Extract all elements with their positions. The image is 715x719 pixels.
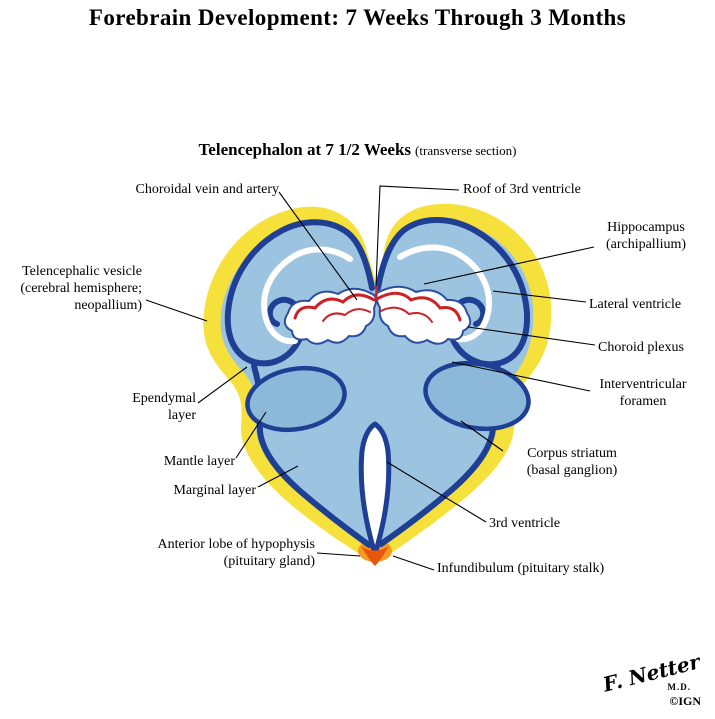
lateral-ventricle-right-space [397, 244, 492, 343]
choroid-plexus-left [283, 287, 377, 345]
choroidal-vessel-left-main [293, 293, 376, 320]
label-mantle-layer: Mantle layer [163, 454, 235, 469]
label-ependymal-layer: Ependymal layer [132, 391, 196, 424]
page-title: Forebrain Development: 7 Weeks Through 3… [88, 5, 627, 30]
label-corpus-striatum: Corpus striatum (basal ganglion) [526, 446, 618, 479]
ependymal-lining-right-curl [375, 217, 531, 368]
label-3rd-ventricle: 3rd ventricle [489, 516, 561, 531]
roof-of-3rd-ventricle-line [374, 284, 379, 300]
copyright-mark: ©IGN [669, 694, 701, 708]
leader-3rd-ventricle [386, 461, 487, 523]
label-choroid-plexus: Choroid plexus [598, 340, 684, 355]
leader-corpus-striatum [460, 420, 504, 452]
figure-subtitle-note: (transverse section) [415, 143, 517, 158]
ependymal-lining-left-curl [224, 219, 375, 367]
figure-subtitle-main: Telencephalon at 7 1/2 Weeks [198, 140, 412, 159]
signature-credential: M.D. [667, 682, 691, 692]
leader-interventricular-foramen [451, 361, 591, 392]
leader-anterior-lobe [316, 552, 361, 557]
choroidal-vessel-right-main [375, 291, 462, 322]
corpus-striatum-left [245, 366, 347, 432]
infundibulum-tip [361, 546, 389, 566]
label-roof-of-3rd-ventricle: Roof of 3rd ventricle [463, 182, 581, 197]
leader-ependymal-layer [197, 366, 248, 404]
leader-lateral-ventricle [492, 290, 587, 303]
label-telencephalic-vesicle: Telencephalic vesicle (cerebral hemisphe… [20, 264, 142, 314]
leader-marginal-layer [257, 465, 299, 488]
figure-subtitle: Telencephalon at 7 1/2 Weeks (transverse… [0, 140, 715, 160]
label-hippocampus: Hippocampus (archipallium) [605, 220, 687, 253]
leader-hippocampus [423, 246, 595, 285]
leader-choroid-plexus [467, 326, 596, 346]
corpus-striatum-right [423, 360, 531, 432]
leader-mantle-layer [235, 411, 267, 459]
leader-roof-of-3rd-ventricle [375, 185, 460, 287]
label-lateral-ventricle: Lateral ventricle [589, 297, 682, 312]
lateral-ventricle-left-space [261, 246, 353, 345]
label-infundibulum: Infundibulum (pituitary stalk) [437, 561, 605, 576]
choroidal-vessel-left-minor [322, 308, 371, 322]
label-marginal-layer: Marginal layer [173, 483, 256, 498]
third-ventricle-slit [358, 421, 392, 557]
leader-infundibulum [392, 555, 435, 571]
leader-choroidal-vein-and-artery [278, 191, 358, 301]
choroidal-vessel-right-minor [380, 306, 433, 323]
label-anterior-lobe-of-hypophysis: Anterior lobe of hypophysis (pituitary g… [157, 537, 315, 570]
artist-signature: F. Netter M.D. ©IGN [601, 649, 703, 709]
leader-telencephalic-vesicle [145, 299, 208, 322]
label-interventricular-foramen: Interventricular foramen [599, 377, 687, 410]
label-choroidal-vein-and-artery: Choroidal vein and artery [135, 182, 279, 197]
